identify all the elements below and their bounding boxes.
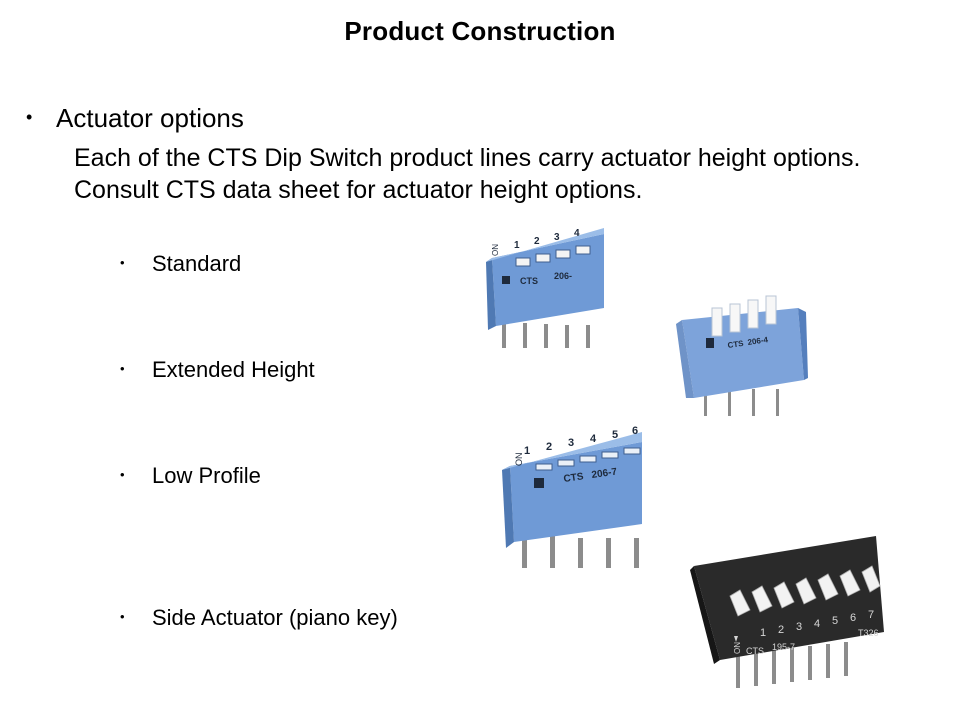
- side-actuator-switch-number: 1: [760, 627, 766, 639]
- sub-bullet-label: Extended Height: [152, 357, 315, 382]
- main-bullet-text: Actuator options: [56, 103, 244, 133]
- arrow-down-icon: [734, 636, 738, 642]
- bullet-icon: •: [26, 107, 33, 127]
- low-profile-cts-marking: CTS: [563, 471, 585, 485]
- bullet-icon: •: [120, 609, 125, 624]
- side-actuator-on-marking: ON: [733, 642, 742, 654]
- side-actuator-switch-number: 6: [850, 612, 856, 624]
- side-actuator-switch-number: 5: [832, 615, 838, 627]
- standard-switch-number: 4: [574, 228, 580, 239]
- bullet-icon: •: [120, 467, 125, 482]
- standard-on-marking: ON: [491, 244, 500, 256]
- low-profile-part-marking: 206-7: [591, 466, 618, 481]
- low-profile-switch-number: 5: [612, 429, 618, 441]
- low-profile-switch-number: 3: [568, 437, 574, 449]
- side-actuator-part-marking: 195-7: [772, 642, 795, 652]
- standard-dip-switch-image: ON 1 2 3 4 CTS 206-: [486, 228, 604, 348]
- bullet-icon: •: [120, 361, 125, 376]
- extended-part-marking: 206-4: [747, 335, 769, 347]
- slide-title: Product Construction: [344, 16, 616, 46]
- low-profile-switch-number: 4: [590, 433, 597, 445]
- sub-bullet-label: Standard: [152, 251, 242, 276]
- extended-cts-marking: CTS: [727, 339, 745, 350]
- low-profile-switch-number: 2: [546, 441, 552, 453]
- sub-bullet-label: Low Profile: [152, 463, 261, 488]
- side-actuator-switch-number: 2: [778, 624, 784, 636]
- standard-switch-number: 3: [554, 232, 560, 243]
- extended-height-dip-switch-image: CTS 206-4: [676, 295, 808, 416]
- standard-switch-number: 1: [514, 240, 520, 251]
- standard-cts-marking: CTS: [520, 276, 538, 286]
- bullet-icon: •: [120, 255, 125, 270]
- low-profile-switch-number: 6: [632, 425, 638, 437]
- side-actuator-switch-number: 7: [868, 609, 874, 621]
- side-actuator-date-marking: T326: [858, 628, 879, 638]
- standard-part-marking: 206-: [554, 271, 572, 281]
- side-actuator-switch-number: 4: [814, 618, 820, 630]
- low-profile-on-marking: ON: [514, 453, 524, 467]
- standard-switch-number: 2: [534, 236, 540, 247]
- side-actuator-switch-number: 3: [796, 621, 802, 633]
- sub-bullet-label: Side Actuator (piano key): [152, 605, 398, 630]
- low-profile-dip-switch-image: ON 1 2 3 4 5 6 CTS 206-7: [502, 425, 642, 568]
- body-paragraph: Each of the CTS Dip Switch product lines…: [74, 144, 861, 204]
- side-actuator-dip-switch-image: 1 2 3 4 5 6 7 ON CTS 195-7 T326: [690, 536, 884, 688]
- side-actuator-cts-marking: CTS: [746, 646, 764, 656]
- low-profile-switch-number: 1: [524, 445, 530, 457]
